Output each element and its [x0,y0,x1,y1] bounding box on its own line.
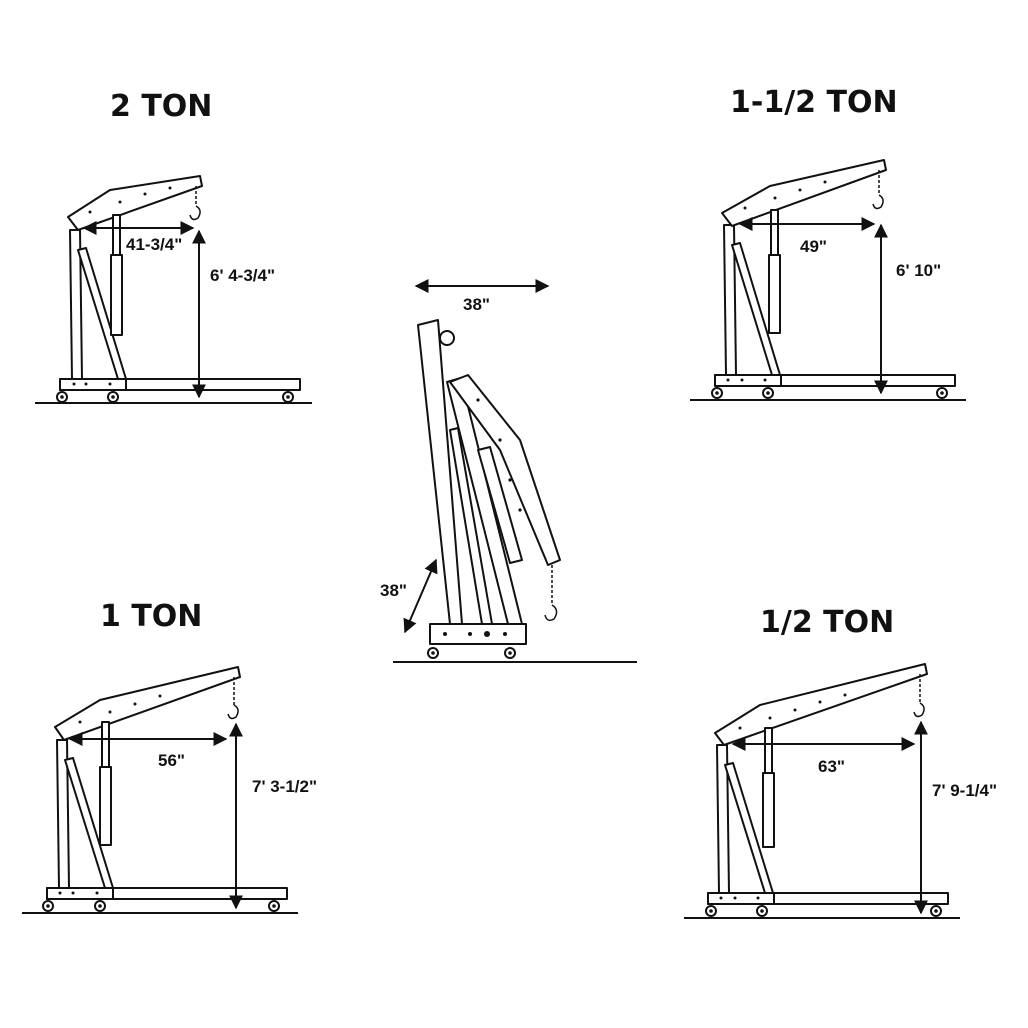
hydraulic-cylinder [99,766,112,846]
wheel [268,900,280,912]
reach-label-1-2-ton: 63" [818,757,845,776]
hydraulic-ram [112,214,121,256]
height-label-1-1-2-ton: 6' 10" [896,261,941,280]
reach-label-2-ton: 41-3/4" [126,235,182,254]
hook-icon [189,205,201,221]
wheel [94,900,106,912]
crane-brace [724,762,774,894]
hydraulic-cylinder [110,254,123,336]
title-1-ton: 1 TON [100,599,202,634]
height-label-1-ton: 7' 3-1/2" [252,777,317,796]
crane-boom [67,175,203,231]
crane-brace [77,247,127,380]
crane-base [429,623,527,645]
crane-brace [64,757,114,889]
wheel [930,905,942,917]
crane-folded: 38" 38" [380,279,637,663]
hydraulic-cylinder [768,254,781,334]
wheel [282,391,294,403]
title-1-2-ton: 1/2 TON [760,605,894,640]
folded-width-label: 38" [463,295,490,314]
crane-boom [54,666,241,741]
wheel [42,900,54,912]
reach-label-1-ton: 56" [158,751,185,770]
title-1-1-2-ton: 1-1/2 TON [730,85,898,120]
height-label-2-ton: 6' 4-3/4" [210,266,275,285]
crane-1-ton: 1 TON 56" 7' 3-1/2" [22,599,317,914]
crane-brace [731,242,781,376]
hook-icon [227,704,239,720]
crane-brace [449,427,493,625]
wheel [711,387,723,399]
wheel [56,391,68,403]
crane-boom [721,159,887,227]
height-label-1-2-ton: 7' 9-1/4" [932,781,997,800]
wheel [756,905,768,917]
hydraulic-cylinder [477,446,523,564]
title-2-ton: 2 TON [110,89,212,124]
hook-icon [544,604,558,622]
crane-1-2-ton: 1/2 TON 63" 7' 9-1/4" [684,605,997,919]
wheel [439,330,455,346]
hook-icon [913,702,925,718]
crane-boom [449,374,561,566]
folded-depth-arrow [403,558,438,634]
hydraulic-ram [101,721,110,768]
hook-icon [872,194,884,210]
crane-boom [714,663,928,746]
folded-leg [417,319,463,625]
wheel [762,387,774,399]
crane-1-1-2-ton: 1-1/2 TON 49" 6' 10" [690,85,966,401]
folded-depth-label: 38" [380,581,407,600]
reach-label-1-1-2-ton: 49" [800,237,827,256]
wheel [936,387,948,399]
wheel [427,647,439,659]
hydraulic-ram [764,727,773,774]
crane-mast [69,229,83,380]
crane-2-ton: 2 TON 41-3/4" 6' 4-3/4" [35,89,312,404]
wheel [705,905,717,917]
wheel [504,647,516,659]
hydraulic-ram [770,209,779,256]
hydraulic-cylinder [762,772,775,848]
wheel [107,391,119,403]
